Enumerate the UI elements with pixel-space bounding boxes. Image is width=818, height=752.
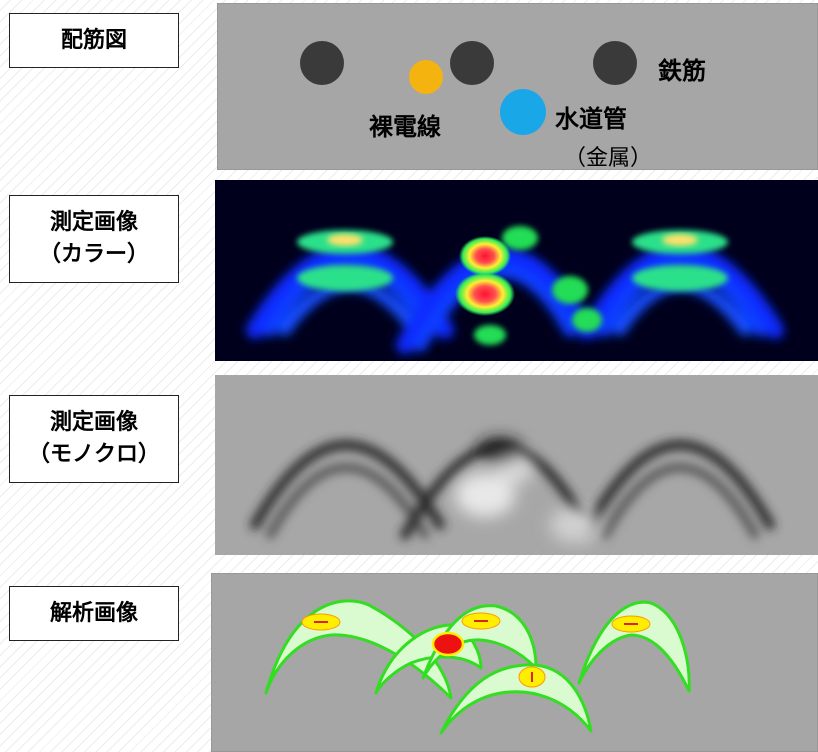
rebar-text: 鉄筋 [658, 57, 706, 85]
analysis-hotspot-red [431, 631, 465, 657]
analysis-arc-4 [439, 663, 593, 735]
measured-color-image [215, 180, 818, 361]
label-analysis-text: 解析画像 [49, 600, 138, 626]
label-rebar-layout-text: 配筋図 [60, 27, 127, 53]
analysis-bg [211, 573, 818, 752]
label-measured-mono: 測定画像 （モノクロ） [9, 395, 179, 483]
bare-wire-circle [409, 60, 443, 94]
water-pipe-text: 水道管 [555, 105, 627, 133]
measured-mono-image [215, 375, 818, 555]
label-analysis: 解析画像 [9, 586, 179, 641]
analysis-arc-5 [577, 600, 691, 693]
water-pipe-note: （金属） [564, 146, 652, 170]
label-measured-mono-line2: （モノクロ） [27, 442, 160, 467]
water-pipe-circle [500, 89, 546, 135]
label-measured-color-line2: （カラー） [38, 242, 149, 267]
label-measured-color: 測定画像 （カラー） [9, 195, 179, 283]
rebar-circle-2 [450, 41, 494, 85]
label-rebar-layout: 配筋図 [9, 13, 179, 68]
analysis-image [211, 573, 818, 752]
rebar-panel-bg [217, 3, 818, 170]
rebar-circle-3 [593, 41, 637, 85]
rebar-circle-1 [300, 41, 344, 85]
label-measured-color-line1: 測定画像 [49, 210, 138, 235]
label-measured-mono-line1: 測定画像 [49, 410, 138, 435]
bare-wire-text: 裸電線 [369, 113, 441, 141]
rebar-layout-panel: 鉄筋 裸電線 水道管 （金属） [217, 3, 818, 170]
